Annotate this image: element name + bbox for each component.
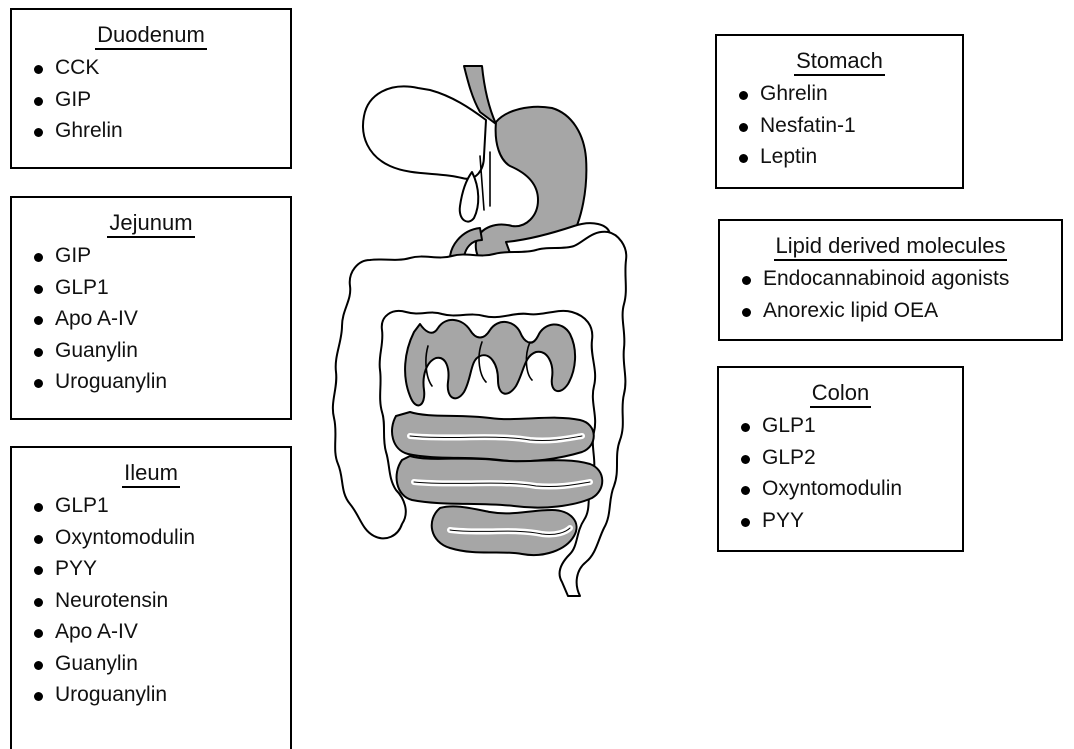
list-item: GLP2	[741, 442, 962, 474]
lipid-title: Lipid derived molecules	[774, 233, 1008, 261]
jejunum-box: Jejunum GIP GLP1 Apo A-IV Guanylin Urogu…	[10, 196, 292, 420]
list-item: Apo A-IV	[34, 303, 290, 335]
list-item: Apo A-IV	[34, 616, 290, 648]
list-item: Guanylin	[34, 648, 290, 680]
small-intestine	[392, 320, 602, 555]
colon-title: Colon	[810, 380, 871, 408]
stomach-box: Stomach Ghrelin Nesfatin-1 Leptin	[715, 34, 964, 189]
jejunum-title: Jejunum	[107, 210, 194, 238]
list-item: Leptin	[739, 141, 962, 173]
ileum-box: Ileum GLP1 Oxyntomodulin PYY Neurotensin…	[10, 446, 292, 749]
list-item: Ghrelin	[34, 115, 290, 147]
duodenum-list: CCK GIP Ghrelin	[12, 52, 290, 147]
list-item: Anorexic lipid OEA	[742, 295, 1061, 327]
ileum-list: GLP1 Oxyntomodulin PYY Neurotensin Apo A…	[12, 490, 290, 711]
stomach-title: Stomach	[794, 48, 885, 76]
list-item: GLP1	[34, 272, 290, 304]
list-item: GLP1	[741, 410, 962, 442]
list-item: PYY	[741, 505, 962, 537]
ileum-title: Ileum	[122, 460, 180, 488]
list-item: PYY	[34, 553, 290, 585]
list-item: Neurotensin	[34, 585, 290, 617]
gallbladder	[460, 172, 479, 222]
duodenum-title: Duodenum	[95, 22, 207, 50]
list-item: Guanylin	[34, 335, 290, 367]
list-item: Uroguanylin	[34, 366, 290, 398]
list-item: Nesfatin-1	[739, 110, 962, 142]
list-item: Ghrelin	[739, 78, 962, 110]
colon-list: GLP1 GLP2 Oxyntomodulin PYY	[719, 410, 962, 536]
lipid-list: Endocannabinoid agonists Anorexic lipid …	[720, 263, 1061, 326]
list-item: Endocannabinoid agonists	[742, 263, 1061, 295]
list-item: Uroguanylin	[34, 679, 290, 711]
list-item: Oxyntomodulin	[741, 473, 962, 505]
list-item: GIP	[34, 240, 290, 272]
list-item: CCK	[34, 52, 290, 84]
digestive-tract-illustration	[330, 60, 660, 600]
liver	[363, 86, 486, 178]
list-item: GIP	[34, 84, 290, 116]
list-item: Oxyntomodulin	[34, 522, 290, 554]
list-item: GLP1	[34, 490, 290, 522]
jejunum-list: GIP GLP1 Apo A-IV Guanylin Uroguanylin	[12, 240, 290, 398]
stomach-list: Ghrelin Nesfatin-1 Leptin	[717, 78, 962, 173]
colon-box: Colon GLP1 GLP2 Oxyntomodulin PYY	[717, 366, 964, 552]
lipid-box: Lipid derived molecules Endocannabinoid …	[718, 219, 1063, 341]
duodenum-box: Duodenum CCK GIP Ghrelin	[10, 8, 292, 169]
